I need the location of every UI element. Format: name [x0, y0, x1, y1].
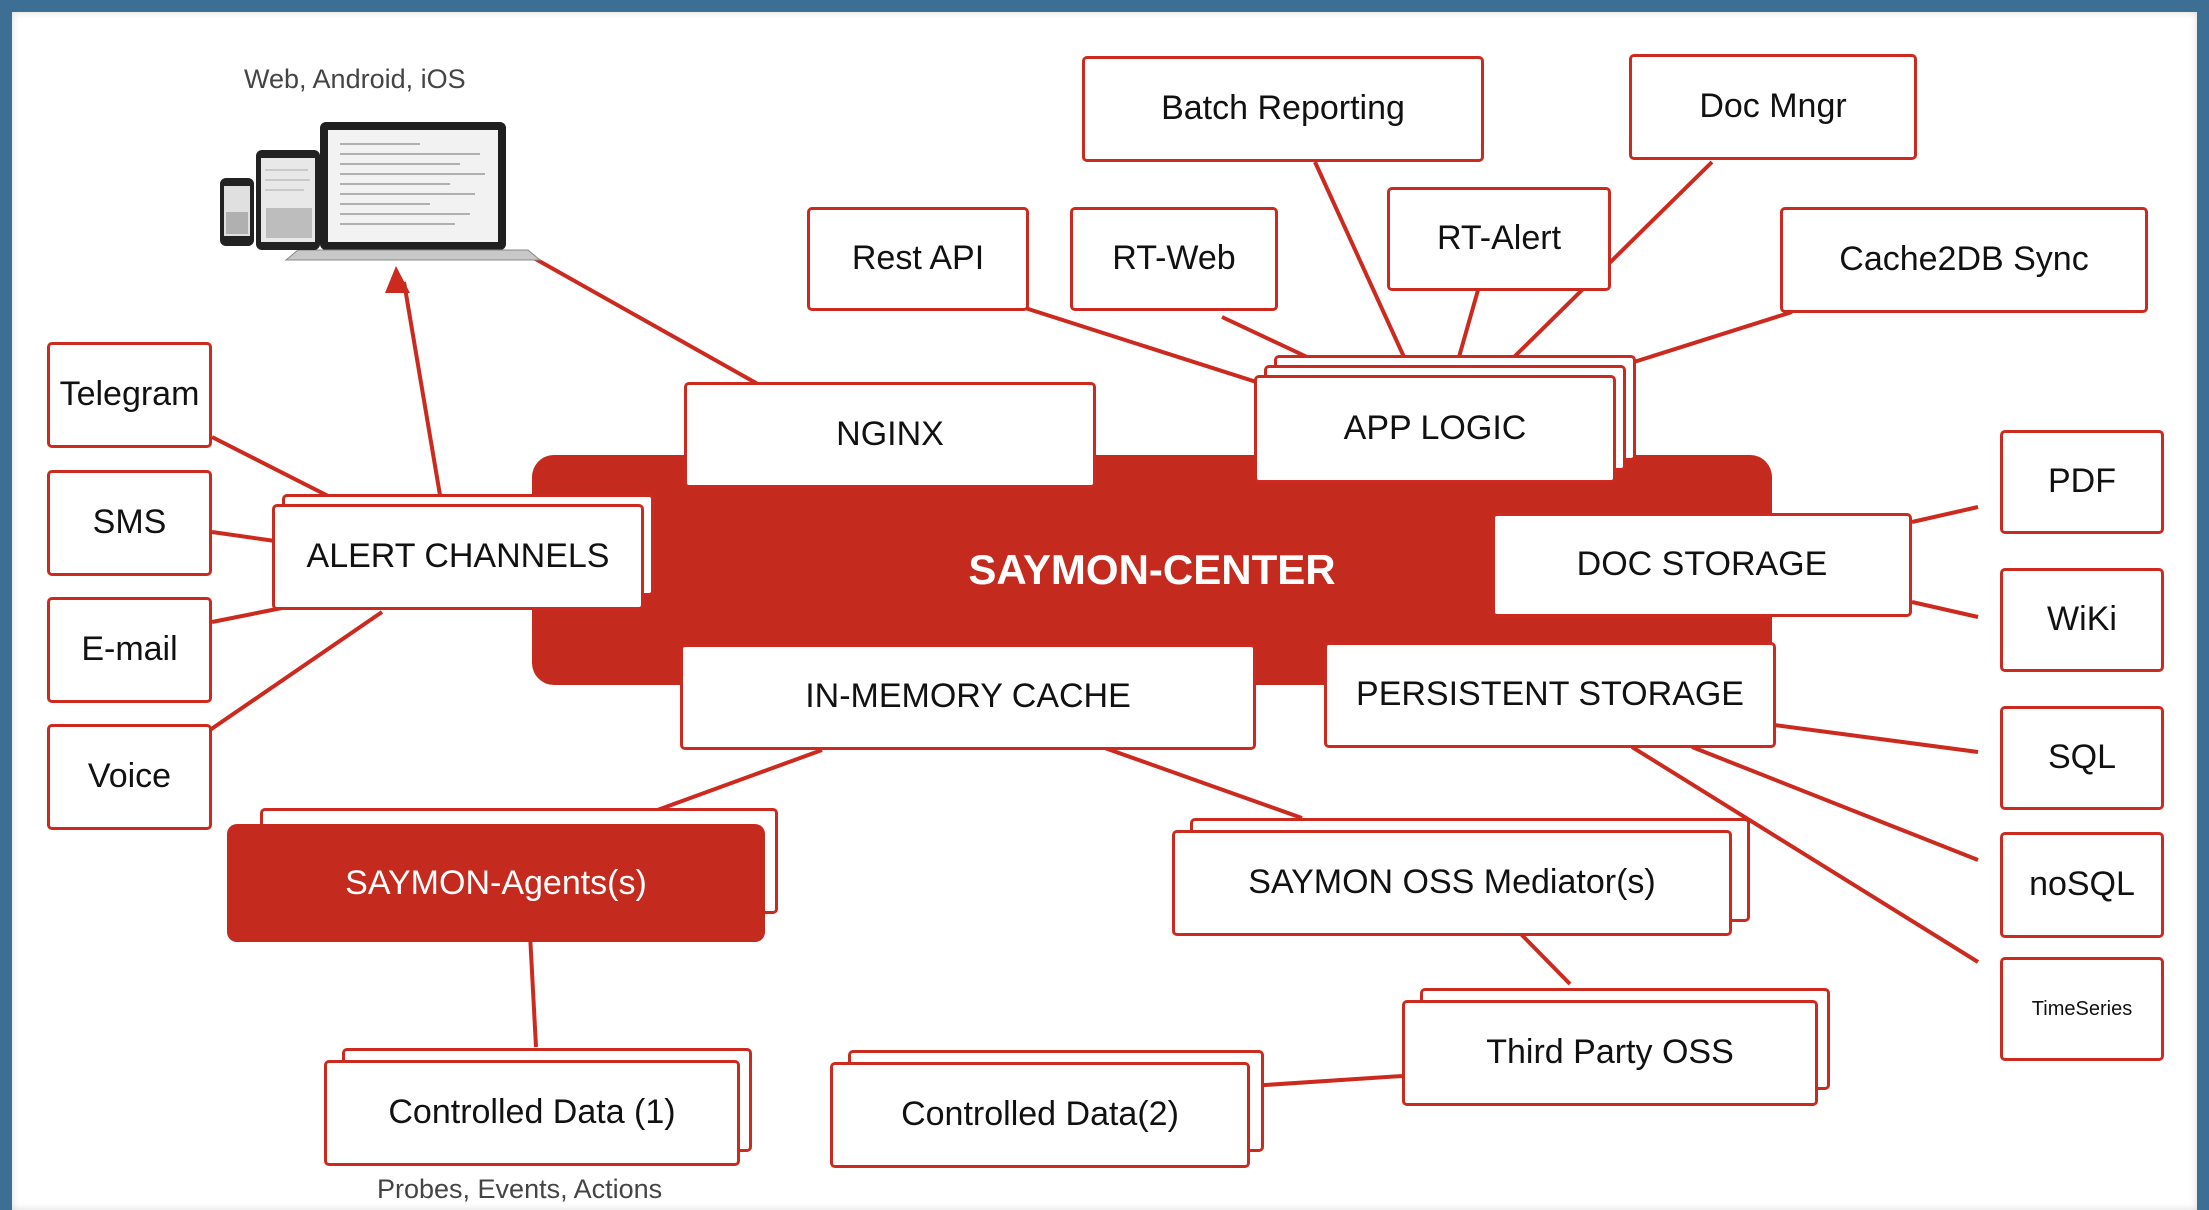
pdf-box: PDF — [2000, 430, 2164, 534]
diagram-canvas: Web, Android, iOS SAYMON-CENTER NGINX AP… — [12, 12, 2197, 1210]
probes-caption: Probes, Events, Actions — [377, 1174, 663, 1204]
connector-lines — [205, 160, 1980, 1088]
clients-caption: Web, Android, iOS — [244, 64, 466, 94]
nginx-box: NGINX — [684, 382, 1096, 488]
wiki-box: WiKi — [2000, 568, 2164, 672]
voice-box: Voice — [47, 724, 212, 830]
email-box: E-mail — [47, 597, 212, 703]
oss-mediators-box: SAYMON OSS Mediator(s) — [1172, 830, 1732, 936]
nosql-box: noSQL — [2000, 832, 2164, 938]
client-devices-icon — [220, 122, 542, 261]
timeseries-box: TimeSeries — [2000, 957, 2164, 1061]
sql-box: SQL — [2000, 706, 2164, 810]
in-memory-cache-box: IN-MEMORY CACHE — [680, 644, 1256, 750]
batch-reporting-box: Batch Reporting — [1082, 56, 1484, 162]
controlled-data-2-box: Controlled Data(2) — [830, 1062, 1250, 1168]
doc-storage-box: DOC STORAGE — [1492, 513, 1912, 617]
app-logic-box: APP LOGIC — [1254, 375, 1616, 483]
rest-api-box: Rest API — [807, 207, 1029, 311]
saymon-agents-box: SAYMON-Agents(s) — [227, 824, 765, 942]
cache2db-sync-box: Cache2DB Sync — [1780, 207, 2148, 313]
alert-channels-box: ALERT CHANNELS — [272, 504, 644, 610]
sms-box: SMS — [47, 470, 212, 576]
telegram-box: Telegram — [47, 342, 212, 448]
rt-alert-box: RT-Alert — [1387, 187, 1611, 291]
persistent-storage-box: PERSISTENT STORAGE — [1324, 642, 1776, 748]
doc-mngr-box: Doc Mngr — [1629, 54, 1917, 160]
rt-web-box: RT-Web — [1070, 207, 1278, 311]
third-party-oss-box: Third Party OSS — [1402, 1000, 1818, 1106]
controlled-data-1-box: Controlled Data (1) — [324, 1060, 740, 1166]
